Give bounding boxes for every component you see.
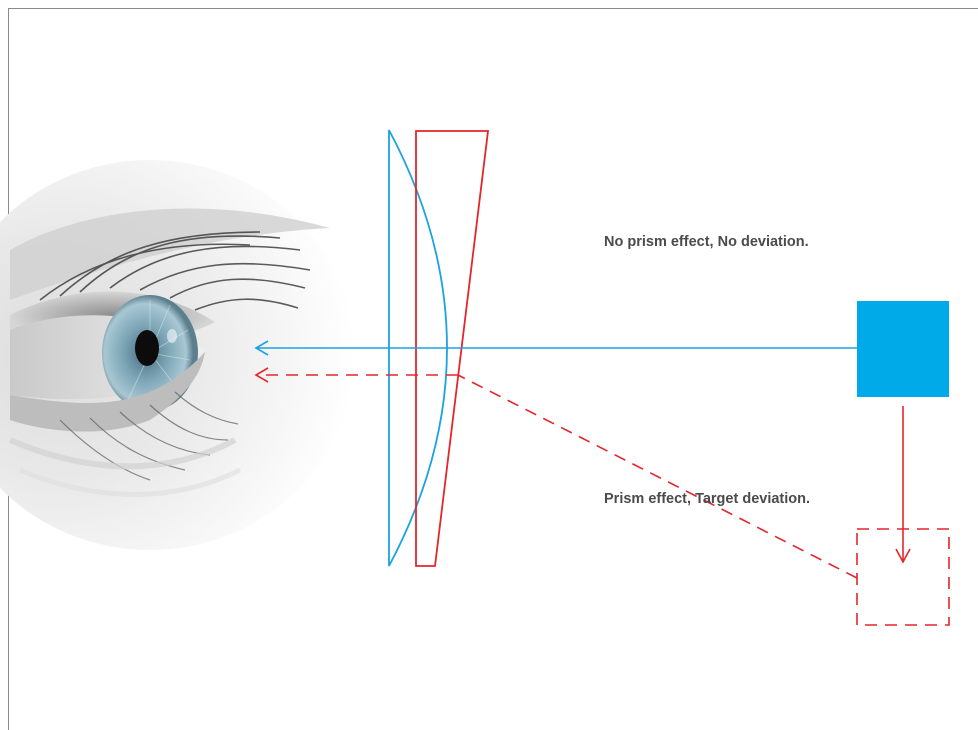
caption-prism: Prism effect, Target deviation. — [604, 491, 810, 507]
displacement-arrow — [896, 406, 910, 562]
eye-illustration — [0, 160, 355, 550]
caption-no-prism: No prism effect, No deviation. — [604, 234, 809, 250]
target-square — [857, 301, 949, 397]
